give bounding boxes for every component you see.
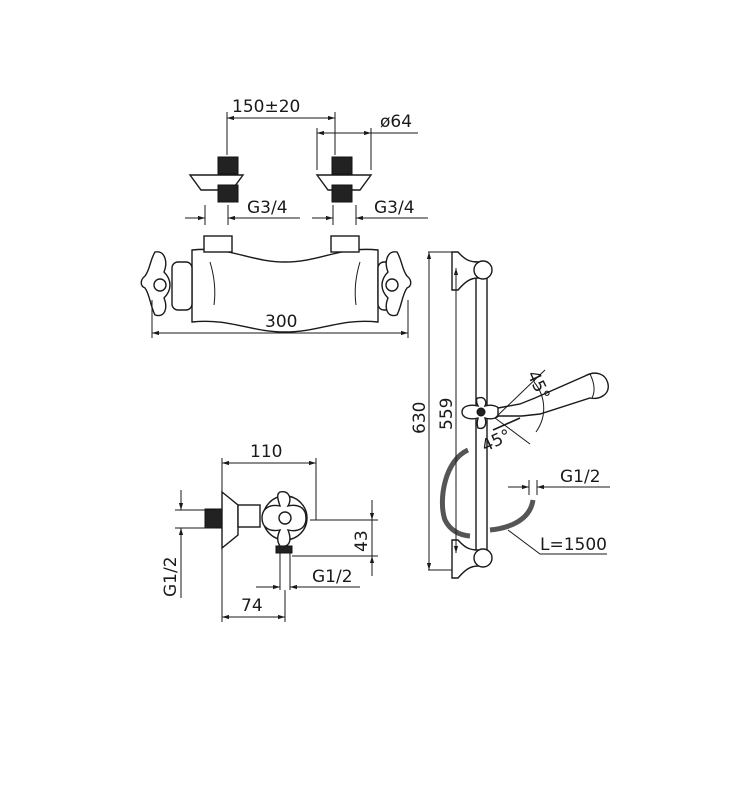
dim-escutcheon-diameter: ø64 — [380, 112, 412, 132]
dim-side-thread-vertical: G1/2 — [161, 556, 181, 597]
dim-body-width: 300 — [265, 312, 297, 332]
dim-rail-centers: 559 — [437, 398, 457, 430]
dim-hose-thread: G1/2 — [560, 467, 601, 487]
hose-end — [489, 499, 536, 533]
mixer-side-view: 110 43 G1/2 G1/2 74 — [161, 442, 378, 622]
dim-side-height: 43 — [352, 530, 372, 552]
dim-side-offset: 74 — [241, 596, 263, 616]
dim-inlet-thread-left: G3/4 — [247, 198, 288, 218]
dim-inlet-thread-right: G3/4 — [374, 198, 415, 218]
shower-rail-view: 45° 45° 630 559 G1/2 L=1500 — [410, 251, 610, 579]
dim-inlet-spacing: 150±20 — [232, 97, 300, 117]
handle-right — [381, 251, 412, 317]
hose-coil — [439, 447, 471, 539]
inlet-fitting-left — [188, 156, 245, 203]
mixer-body — [171, 235, 399, 333]
dim-rail-total: 630 — [410, 402, 430, 434]
dim-hose-length: L=1500 — [540, 535, 607, 555]
mixer-front-view: 150±20 ø64 G3/4 G3/4 300 — [140, 97, 428, 338]
handle-left — [140, 251, 171, 317]
inlet-fitting-right — [315, 156, 373, 203]
dim-side-thread-outlet: G1/2 — [312, 567, 353, 587]
dim-side-depth: 110 — [250, 442, 282, 462]
